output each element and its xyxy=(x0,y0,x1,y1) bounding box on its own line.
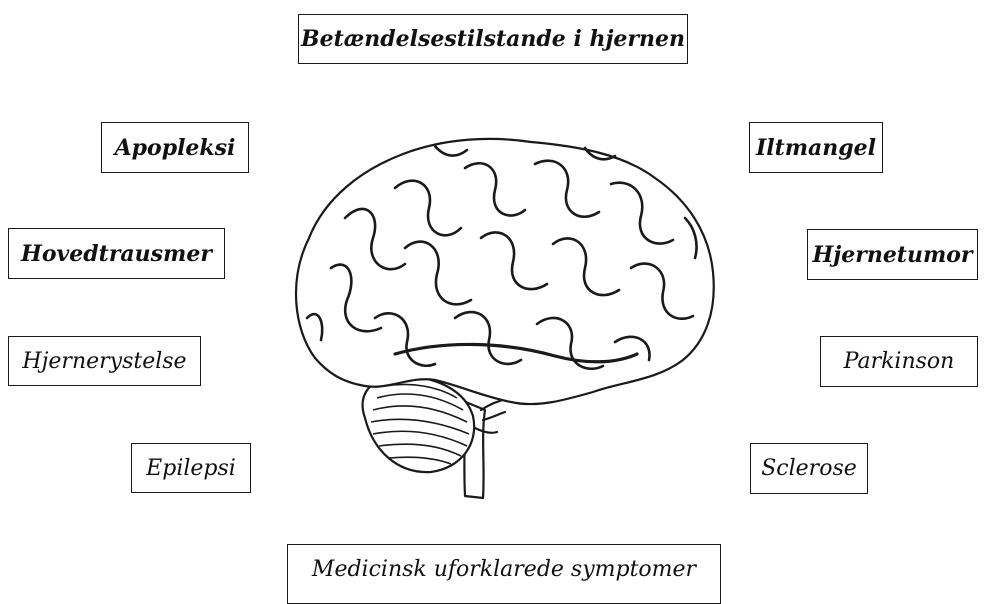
label-iltmangel: Iltmangel xyxy=(749,122,883,173)
label-text: Betændelsestilstande i hjernen xyxy=(301,26,685,52)
label-parkinson: Parkinson xyxy=(820,336,978,387)
label-epilepsi: Epilepsi xyxy=(131,443,251,493)
label-text: Iltmangel xyxy=(756,135,876,161)
label-hjernetumor: Hjernetumor xyxy=(807,229,978,280)
label-text: Hovedtrausmer xyxy=(21,241,212,267)
label-hjernerystelse: Hjernerystelse xyxy=(8,336,201,386)
label-apopleksi: Apopleksi xyxy=(101,122,249,173)
label-sclerose: Sclerose xyxy=(750,443,868,494)
label-text: Parkinson xyxy=(844,349,955,374)
label-text: Hjernerystelse xyxy=(22,349,186,374)
brain-illustration xyxy=(285,128,717,508)
label-betaendelsestilstande: Betændelsestilstande i hjernen xyxy=(298,14,688,64)
label-hovedtraume: Hovedtrausmer xyxy=(8,228,225,279)
label-medicinsk-uforklarede: Medicinsk uforklarede symptomer xyxy=(287,544,721,604)
label-text: Hjernetumor xyxy=(812,242,972,268)
label-text: Sclerose xyxy=(761,456,857,481)
label-text: Epilepsi xyxy=(146,456,236,481)
label-text: Medicinsk uforklarede symptomer xyxy=(312,557,696,582)
label-text: Apopleksi xyxy=(115,135,236,161)
